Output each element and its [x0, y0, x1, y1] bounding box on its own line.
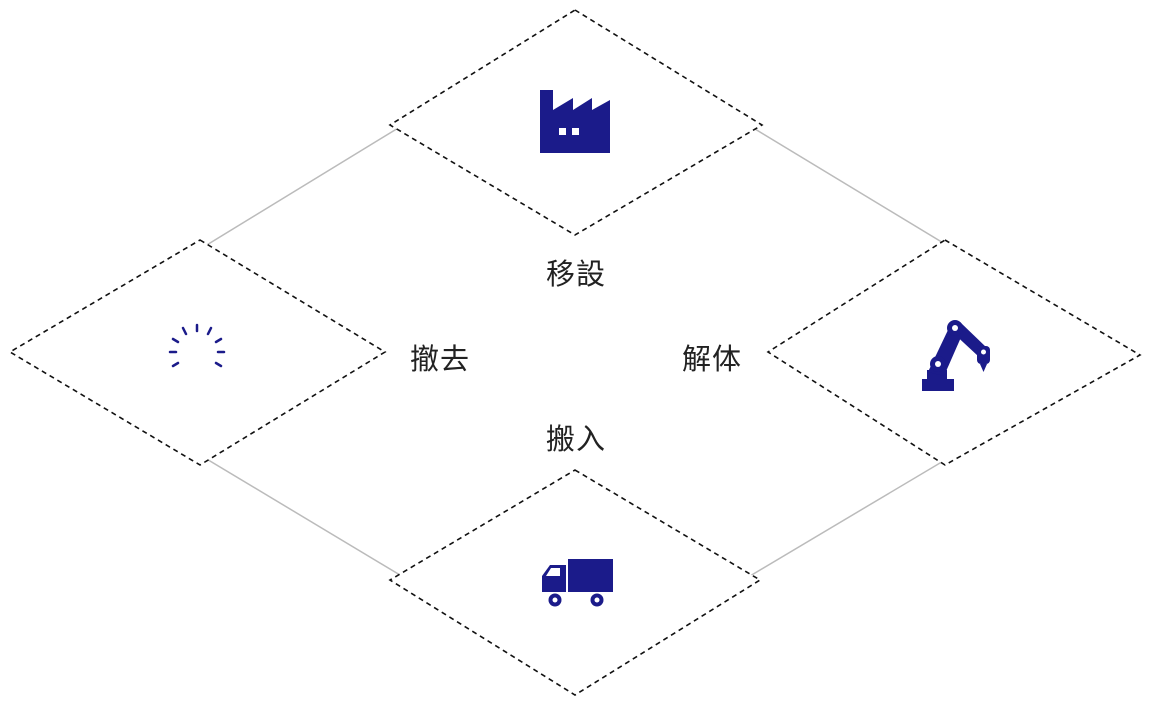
label-dismantling: 解体	[681, 342, 743, 376]
robot-arm-icon	[922, 320, 990, 391]
left-dashed-diamond	[8, 239, 387, 466]
label-relocation: 移設	[545, 257, 607, 291]
label-removal: 撤去	[409, 342, 471, 376]
label-delivery: 搬入	[545, 422, 607, 456]
factory-icon	[540, 90, 610, 153]
truck-icon	[542, 559, 613, 607]
loading-spinner-icon	[168, 323, 226, 368]
